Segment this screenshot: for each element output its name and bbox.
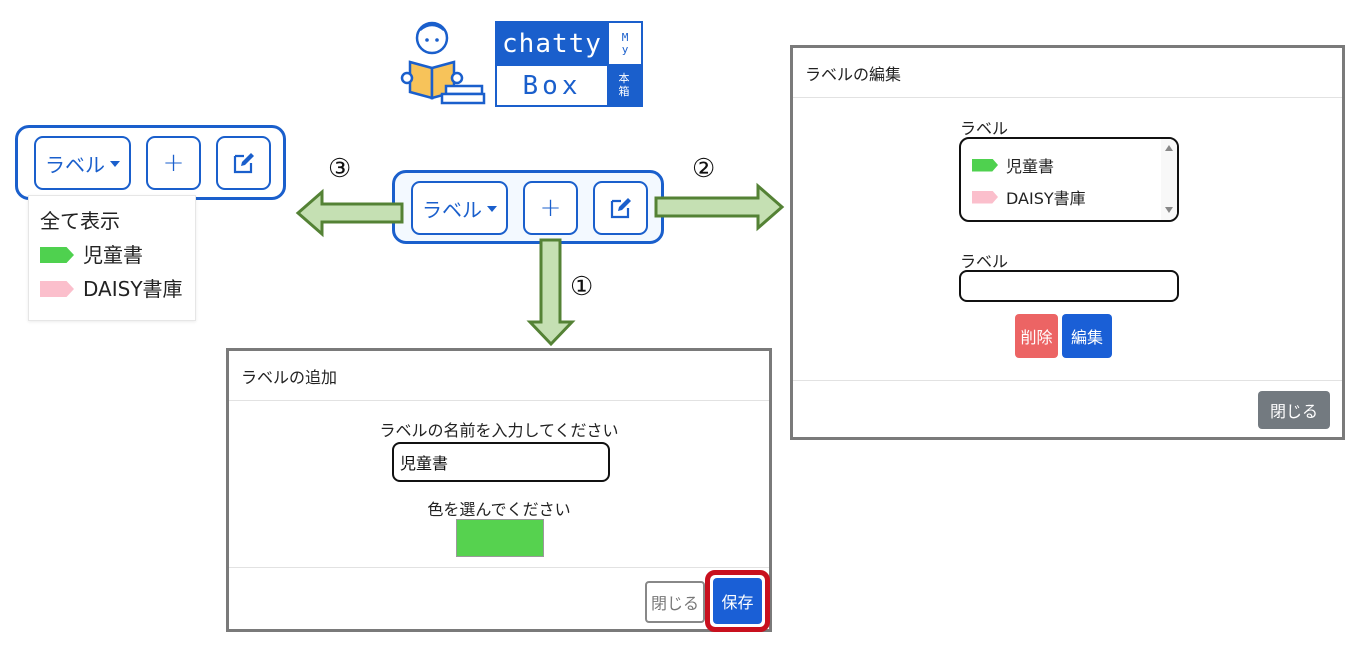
label-dropdown-text: ラベル: [422, 197, 482, 222]
arrow-right-icon: [654, 182, 785, 232]
label-filter-menu: 全て表示 児童書 DAISY書庫: [28, 195, 196, 321]
logo-char: y: [621, 42, 629, 56]
arrow-down-icon: [526, 238, 576, 347]
modal-header: ラベルの追加: [229, 351, 769, 401]
close-button[interactable]: 閉じる: [1258, 391, 1330, 429]
delete-button-label: 削除: [1020, 328, 1053, 347]
close-button-label: 閉じる: [1269, 402, 1318, 421]
color-prompt: 色を選んでください: [427, 500, 571, 519]
menu-item-label: DAISY書庫: [83, 277, 183, 301]
pencil-square-icon: [233, 153, 254, 174]
delete-button[interactable]: 削除: [1015, 314, 1058, 358]
listbox-item-label: DAISY書庫: [1006, 189, 1086, 208]
save-button-highlight: [705, 570, 770, 632]
label-tag-icon: [972, 158, 998, 172]
label-dropdown-button[interactable]: ラベル: [411, 181, 508, 235]
close-button[interactable]: 閉じる: [645, 581, 705, 623]
pencil-square-icon: [610, 198, 631, 219]
save-button-label: 保存: [721, 593, 754, 612]
modal-header: ラベルの編集: [793, 48, 1342, 98]
modal-title: ラベルの編集: [805, 64, 902, 84]
color-picker-swatch[interactable]: [456, 519, 544, 557]
label-tag-icon: [40, 281, 74, 297]
modal-footer-divider: [229, 567, 769, 568]
edit-button[interactable]: 編集: [1062, 314, 1112, 358]
logo-reading-child-icon: [398, 16, 490, 106]
edit-button-label: 編集: [1070, 328, 1103, 347]
scroll-down-icon[interactable]: [1165, 207, 1173, 213]
logo-char: 本: [618, 71, 630, 85]
label-dropdown-text: ラベル: [45, 152, 105, 177]
arrow-left-icon: [295, 188, 404, 238]
plus-icon: +: [162, 148, 185, 178]
plus-icon: +: [539, 193, 562, 223]
chatty-box-logo: chatty M y Box 本 箱: [495, 21, 643, 107]
label-toolbar-filter-example: ラベル +: [15, 125, 286, 200]
listbox-item-childrens-books[interactable]: 児童書: [972, 153, 1054, 177]
menu-item-childrens-books[interactable]: 児童書: [40, 238, 195, 272]
caret-down-icon: [110, 161, 120, 167]
label-list-caption: ラベル: [960, 119, 1009, 138]
edit-label-button[interactable]: [593, 181, 648, 235]
step-marker-2: ②: [692, 154, 716, 184]
label-tag-icon: [40, 247, 74, 263]
label-input-caption: ラベル: [960, 252, 1009, 271]
menu-item-show-all[interactable]: 全て表示: [40, 204, 195, 238]
scroll-up-icon[interactable]: [1165, 145, 1173, 151]
logo-word-my: M y: [607, 23, 641, 64]
label-listbox[interactable]: 児童書 DAISY書庫: [959, 137, 1179, 222]
label-tag-icon: [972, 190, 998, 204]
menu-item-daisy-library[interactable]: DAISY書庫: [40, 272, 195, 306]
edit-label-button[interactable]: [216, 136, 271, 190]
label-name-value: 児童書: [400, 454, 449, 473]
logo-word-box: Box: [497, 64, 607, 105]
listbox-item-label: 児童書: [1006, 157, 1055, 176]
add-label-modal: ラベルの追加 ラベルの名前を入力してください 児童書 色を選んでください 閉じる…: [226, 348, 772, 632]
menu-item-label: 全て表示: [40, 209, 120, 233]
edit-label-modal: ラベルの編集 ラベル 児童書 DAISY書庫 ラベル 削除 編集 閉じる: [790, 45, 1345, 440]
add-label-button[interactable]: +: [146, 136, 201, 190]
modal-footer-divider: [793, 380, 1342, 381]
logo-char: M: [621, 30, 629, 44]
logo-char: 箱: [618, 84, 630, 98]
label-edit-input[interactable]: [959, 270, 1179, 302]
logo-word-honbako: 本 箱: [607, 64, 641, 105]
close-button-label: 閉じる: [650, 594, 699, 613]
label-dropdown-button[interactable]: ラベル: [34, 136, 131, 190]
label-name-prompt: ラベルの名前を入力してください: [379, 421, 619, 440]
logo-word-chatty: chatty: [497, 23, 607, 64]
listbox-scrollbar[interactable]: [1161, 139, 1177, 220]
menu-item-label: 児童書: [83, 243, 143, 267]
listbox-item-daisy-library[interactable]: DAISY書庫: [972, 185, 1086, 209]
modal-title: ラベルの追加: [241, 367, 338, 387]
label-toolbar: ラベル +: [392, 170, 664, 244]
step-marker-3: ③: [328, 154, 352, 184]
step-marker-1: ①: [570, 272, 594, 302]
caret-down-icon: [487, 206, 497, 212]
label-name-input[interactable]: 児童書: [392, 442, 610, 482]
save-button[interactable]: 保存: [713, 578, 762, 624]
add-label-button[interactable]: +: [523, 181, 578, 235]
